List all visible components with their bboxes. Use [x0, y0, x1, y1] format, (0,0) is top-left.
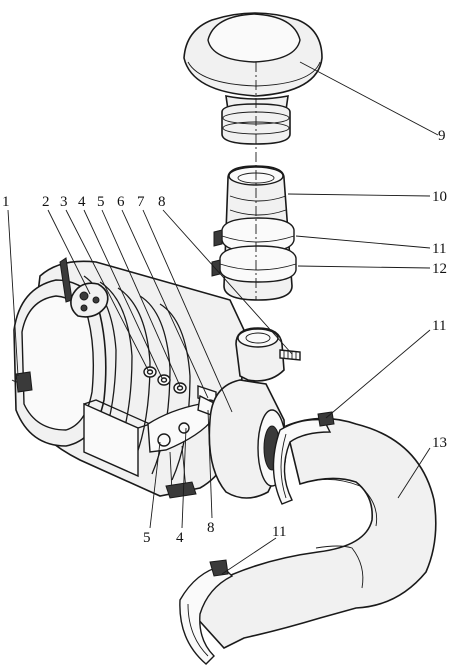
- callout-8-bottom: 8: [207, 520, 215, 536]
- callout-12: 12: [432, 261, 447, 277]
- callout-4-bottom: 4: [176, 530, 184, 546]
- outlet-neck: [235, 327, 301, 382]
- hose-clamp-lower-end: [179, 559, 234, 665]
- callout-2: 2: [42, 194, 50, 210]
- hose-clamp-outlet: [272, 411, 335, 505]
- callout-3: 3: [60, 194, 68, 210]
- callout-numbers: 1 2 3 4 5 6 7 8 9 10 11 12 11 13 5 4 8 1…: [2, 128, 447, 546]
- callout-6: 6: [117, 194, 125, 210]
- callout-11-lower: 11: [272, 524, 286, 540]
- callout-1: 1: [2, 194, 10, 210]
- hose-clamp-lower: [211, 245, 297, 283]
- air-duct-hose: [184, 417, 437, 649]
- callout-8-top: 8: [158, 194, 166, 210]
- callout-7: 7: [137, 194, 145, 210]
- callout-9: 9: [438, 128, 446, 144]
- callout-5-top: 5: [97, 194, 105, 210]
- outlet-elbow: [208, 379, 287, 499]
- rain-cap: [183, 12, 323, 145]
- callout-11-outlet: 11: [432, 318, 446, 334]
- dust-indicator: [70, 282, 109, 318]
- hose-clamp-upper: [213, 217, 295, 253]
- callout-11-upper: 11: [432, 241, 446, 257]
- leader-lines: [7, 61, 439, 575]
- callout-10: 10: [432, 189, 447, 205]
- callout-13: 13: [432, 435, 447, 451]
- callout-5-bottom: 5: [143, 530, 151, 546]
- callout-4-top: 4: [78, 194, 86, 210]
